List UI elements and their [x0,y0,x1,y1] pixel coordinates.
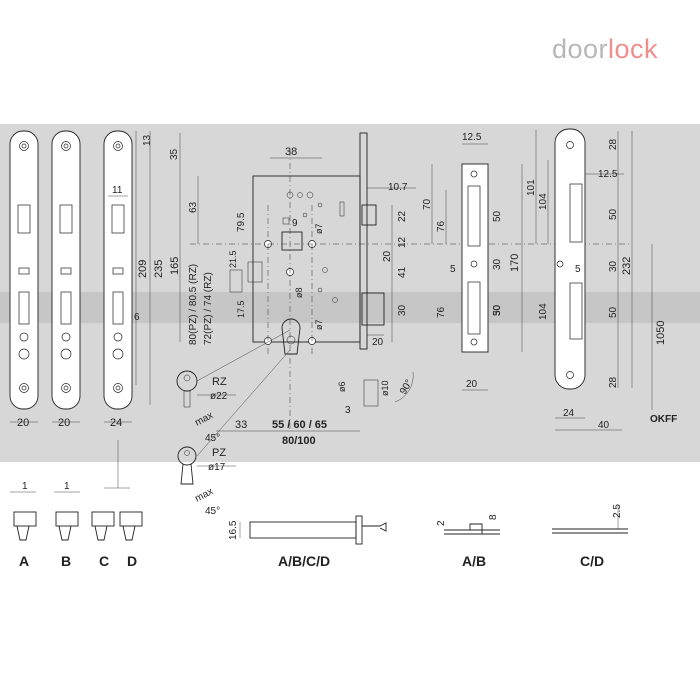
dim-1050: 1050 [655,321,667,345]
dim-dia8: ø8 [294,287,304,298]
dim-170: 170 [509,254,521,272]
label-section-ab: A/B [462,553,486,569]
dim-50b: 50 [492,304,503,316]
label-b: B [61,553,71,569]
dim-20c: 20 [466,379,478,390]
dim-101: 101 [526,179,537,196]
dim-215: 21.5 [228,250,238,268]
dim-30b: 30 [492,258,503,270]
dim-125b: 12.5 [598,169,618,180]
dim-30c: 30 [492,304,503,316]
dim-556065: 55 / 60 / 65 [272,419,327,431]
faceplate-b [51,130,81,410]
dim-3: 3 [345,405,351,416]
faceplate-c [103,130,133,410]
dim-175: 17.5 [236,300,246,318]
dim-76a: 76 [436,220,447,232]
dim-dia7b: ø7 [314,319,324,330]
dim-80100: 80/100 [282,435,316,447]
dim-1a: 1 [22,481,28,492]
section-ab-drawing [444,523,500,535]
dim-209: 209 [137,260,149,278]
label-pz: PZ [212,447,226,459]
dim-165: 165 [169,257,181,275]
label-a: A [19,553,29,569]
cylinder-pz [177,349,291,485]
dim-50a: 50 [492,210,503,222]
dim-w20b: 20 [58,417,70,429]
dim-41: 41 [397,266,408,278]
dim-20a: 20 [382,250,393,262]
dim-dia7a: ø7 [314,223,324,234]
dim-8: 8 [488,514,499,520]
label-dia17: ø17 [208,462,226,473]
dim-11: 11 [112,185,123,196]
dim-w20a: 20 [17,417,29,429]
dim-28b: 28 [608,376,619,388]
strike-plate-ab [461,163,489,353]
dim-dia6: ø6 [337,381,347,392]
dim-w24a: 24 [110,417,122,429]
dim-76b: 76 [436,306,447,318]
dim-38: 38 [285,146,297,158]
label-45b: 45° [205,506,220,517]
dim-dia10: ø10 [380,380,390,396]
section-abcd-drawing [239,515,387,545]
dim-104a: 104 [538,193,549,210]
faceplate-a [9,130,39,410]
dim-5b: 5 [575,264,581,275]
label-d: D [127,553,137,569]
label-section-abcd: A/B/C/D [278,553,330,569]
label-dia22: ø22 [210,391,228,402]
section-cd-drawing [552,505,628,534]
dim-125a: 12.5 [462,132,482,143]
dim-107: 10.7 [388,182,408,193]
cylinder-rz [176,329,291,408]
dim-28a: 28 [608,138,619,150]
dim-50d: 50 [608,306,619,318]
dim-30a: 30 [397,304,408,316]
dim-104b: 104 [538,303,549,320]
dim-1b: 1 [64,481,70,492]
dim-80rz: 80(PZ) / 80.5 (RZ) [188,264,199,345]
label-c: C [99,553,109,569]
dim-6: 6 [134,312,140,323]
dim-2a: 2 [436,520,447,526]
dim-30d: 30 [608,260,619,272]
dim-25: 2.5 [612,504,623,518]
dim-70: 70 [422,198,433,210]
dim-50c: 50 [608,208,619,220]
dim-235: 235 [153,260,165,278]
dim-35: 35 [169,148,180,160]
dim-20b: 20 [372,337,384,348]
dim-24b: 24 [563,408,575,419]
dim-165s: 16.5 [228,520,239,540]
brand-part2: lock [607,34,658,64]
dim-232: 232 [621,257,633,275]
dim-63: 63 [188,201,199,213]
dim-72rz: 72(PZ) / 74 (RZ) [203,272,214,345]
dim-5a: 5 [450,264,456,275]
label-rz: RZ [212,376,227,388]
variant-profiles [10,440,143,541]
label-max2: max [193,486,215,505]
label-section-cd: C/D [580,553,604,569]
strike-plate-cd [554,128,586,390]
dim-795: 79.5 [236,212,247,232]
label-okff: OKFF [650,414,677,425]
brand-part1: door [551,34,608,64]
dim-33: 33 [235,419,247,431]
dim-12: 12 [397,236,408,248]
doorlock-logo: doorlock [552,34,658,65]
dim-9: 9 [292,218,298,229]
dim-40: 40 [598,420,610,431]
dim-13: 13 [142,134,153,146]
dim-22: 22 [397,210,408,222]
